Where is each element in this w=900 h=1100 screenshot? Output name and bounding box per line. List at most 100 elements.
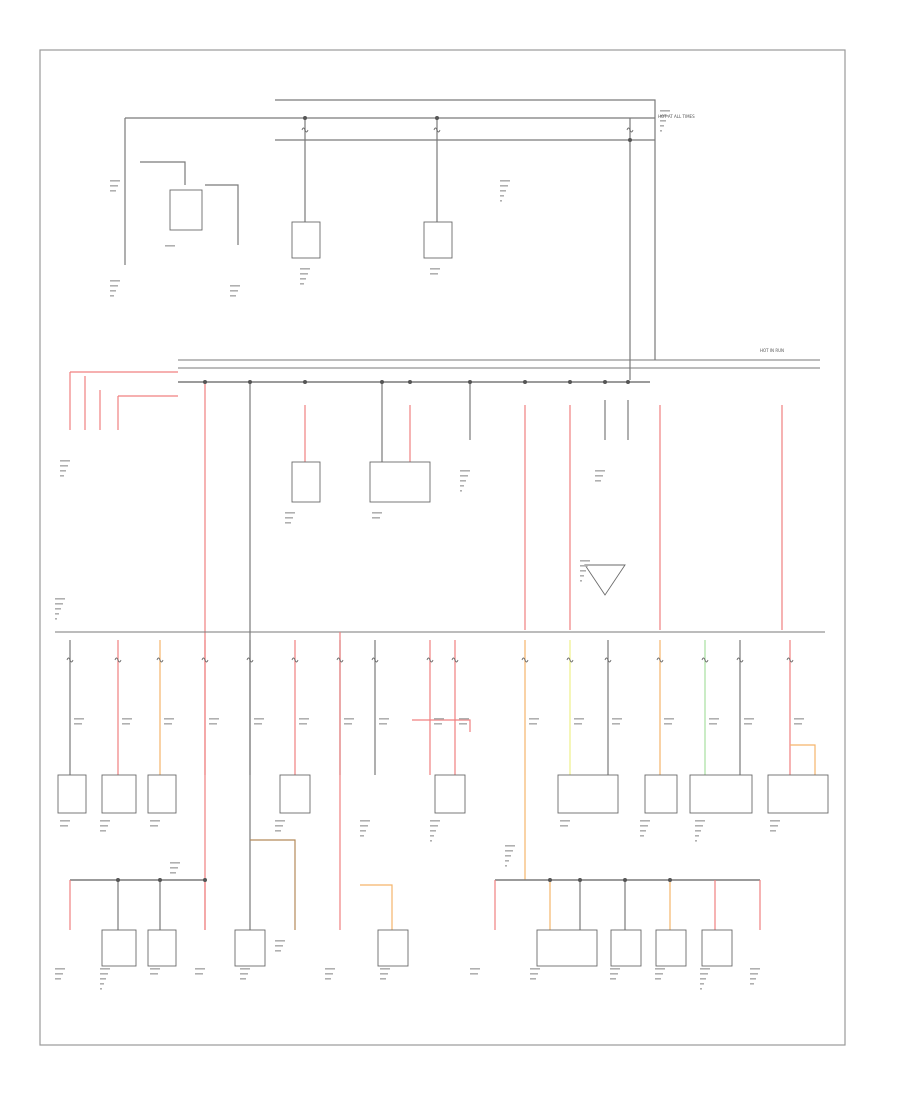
label-mark <box>60 825 68 827</box>
component-box <box>101 774 137 814</box>
label-mark <box>500 180 510 182</box>
label-mark <box>170 872 176 874</box>
component-box <box>655 929 687 967</box>
fuse-symbol <box>291 657 299 663</box>
splice-dot <box>248 380 252 384</box>
component-box <box>767 774 829 814</box>
fuse-symbol <box>701 657 709 663</box>
splice-dot <box>626 380 630 384</box>
splice-dot <box>603 380 607 384</box>
component-box <box>147 929 177 967</box>
label-mark <box>74 723 82 725</box>
label-mark <box>55 968 65 970</box>
label-mark <box>100 968 110 970</box>
label-mark <box>530 968 540 970</box>
label-mark <box>505 845 515 847</box>
label-mark <box>60 475 64 477</box>
label-mark <box>100 978 106 980</box>
label-mark <box>150 973 158 975</box>
label-mark <box>470 973 478 975</box>
label-mark <box>610 968 620 970</box>
label-mark <box>55 613 59 615</box>
component-box <box>644 774 678 814</box>
label-mark <box>744 723 752 725</box>
label-mark <box>595 480 601 482</box>
connector-symbol <box>584 564 626 596</box>
splice-dot <box>303 380 307 384</box>
component-box <box>57 774 87 814</box>
label-mark <box>529 718 539 720</box>
label-mark <box>372 517 380 519</box>
label-mark <box>595 470 605 472</box>
label-mark <box>122 718 132 720</box>
label-mark <box>60 460 70 462</box>
label-mark <box>55 973 63 975</box>
wire <box>360 884 393 930</box>
label-mark <box>360 830 366 832</box>
label-mark <box>529 723 537 725</box>
label-mark <box>275 825 283 827</box>
wire <box>412 719 471 732</box>
splice-dot <box>380 380 384 384</box>
label-mark <box>695 825 703 827</box>
label-mark <box>100 820 110 822</box>
splice-dot <box>548 878 552 882</box>
label-mark <box>55 978 61 980</box>
label-mark <box>709 723 717 725</box>
wire <box>790 744 816 775</box>
bus-label-top: HOT AT ALL TIMES <box>658 114 695 119</box>
component-box <box>169 189 203 231</box>
label-mark <box>195 968 205 970</box>
label-mark <box>612 723 620 725</box>
label-mark <box>640 835 644 837</box>
wiring <box>55 99 825 930</box>
components <box>57 116 829 967</box>
splice-dot <box>435 116 439 120</box>
label-mark <box>595 475 603 477</box>
label-mark <box>254 718 264 720</box>
label-mark <box>709 718 719 720</box>
label-mark <box>285 517 293 519</box>
splice-dot <box>628 138 632 142</box>
wire <box>275 99 656 360</box>
component-box <box>434 774 466 814</box>
label-mark <box>640 830 646 832</box>
label-mark <box>560 820 570 822</box>
label-mark <box>460 475 468 477</box>
label-mark <box>660 130 662 132</box>
label-mark <box>655 978 661 980</box>
label-mark <box>300 283 304 285</box>
label-mark <box>150 968 160 970</box>
label-mark <box>794 723 802 725</box>
label-mark <box>640 820 650 822</box>
label-mark <box>580 575 584 577</box>
label-mark <box>380 968 390 970</box>
splice-dot <box>668 878 672 882</box>
fuse-symbol <box>604 657 612 663</box>
label-mark <box>325 968 335 970</box>
label-mark <box>430 820 440 822</box>
label-mark <box>372 512 382 514</box>
label-mark <box>240 968 250 970</box>
label-mark <box>750 983 754 985</box>
label-mark <box>164 718 174 720</box>
fuse-symbol <box>521 657 529 663</box>
label-mark <box>110 180 120 182</box>
label-mark <box>560 825 568 827</box>
label-mark <box>74 718 84 720</box>
label-mark <box>610 973 618 975</box>
label-mark <box>380 973 388 975</box>
label-mark <box>695 830 701 832</box>
fuse-symbol <box>426 657 434 663</box>
label-mark <box>750 973 758 975</box>
label-mark <box>580 565 588 567</box>
component-box <box>610 929 642 967</box>
component-box <box>291 221 321 259</box>
label-mark <box>55 603 63 605</box>
component-box <box>557 774 619 814</box>
label-mark <box>500 195 504 197</box>
fuse-symbol <box>336 657 344 663</box>
label-mark <box>700 973 708 975</box>
splice-dot <box>303 116 307 120</box>
label-mark <box>434 723 442 725</box>
